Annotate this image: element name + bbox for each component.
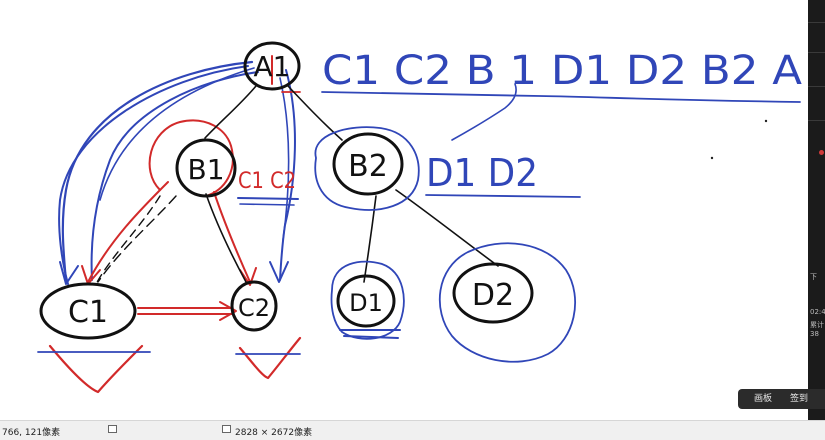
check-in-button[interactable]: 签到	[790, 394, 809, 404]
panel-label-count: 38	[810, 330, 819, 338]
status-bar: 766, 121像素 2828 × 2672像素	[0, 420, 825, 440]
blue-circle-d1	[330, 260, 405, 340]
node-c2[interactable]: C2	[230, 280, 278, 332]
node-a1-label: A1	[254, 50, 291, 83]
panel-divider	[808, 120, 825, 121]
edge-b1-c2	[205, 193, 247, 283]
selection-icon	[108, 425, 117, 433]
edge-a1-b2	[287, 85, 343, 141]
blue-circle-b2	[314, 126, 420, 211]
floating-toolbar: 画板 签到	[738, 389, 825, 409]
node-b1[interactable]: B1	[175, 138, 237, 198]
blue-underline-d-note	[425, 194, 581, 198]
node-c1-label: C1	[68, 295, 108, 330]
red-arrow-b1-to-c1	[81, 181, 169, 285]
node-d1[interactable]: D1	[336, 274, 396, 328]
image-size-icon	[222, 425, 231, 433]
blue-arc-a1-to-c1-outer	[58, 60, 254, 285]
edge-b2-d1	[363, 195, 377, 283]
red-check-c2	[238, 336, 302, 380]
panel-label-total: 累计	[810, 321, 824, 329]
node-d2-label: D2	[472, 278, 514, 313]
blue-arc-a1-to-c1-inner	[90, 67, 259, 281]
blue-arc-a1-to-c2	[279, 69, 296, 281]
cursor-position: 766, 121像素	[2, 428, 61, 438]
red-loop-around-b1	[148, 119, 234, 197]
note-c-pair: C1 C2	[238, 169, 296, 194]
node-b2-label: B2	[348, 149, 388, 184]
node-b2[interactable]: B2	[332, 132, 404, 196]
blue-arrowheads-c1	[59, 261, 79, 285]
image-size: 2828 × 2672像素	[235, 428, 313, 438]
edge-b2-d2	[395, 189, 499, 267]
panel-divider	[808, 52, 825, 53]
blue-underline-c-note	[237, 197, 299, 206]
edge-a1-b1	[204, 85, 257, 139]
drawing-board-button[interactable]: 画板	[754, 394, 773, 404]
edge-b1-c1-dashed	[95, 195, 177, 285]
red-check-c1	[48, 344, 144, 394]
panel-label-down: 下	[810, 273, 817, 281]
node-a1[interactable]: A1	[243, 41, 301, 91]
notification-dot-icon	[819, 150, 824, 155]
red-mark-a1	[271, 55, 301, 93]
blue-circle-d2	[438, 242, 577, 363]
node-c1[interactable]: C1	[39, 282, 137, 340]
panel-clock: 02:4	[810, 308, 825, 316]
ink-dot	[710, 156, 714, 160]
red-arrow-b1-to-c2	[213, 191, 257, 286]
blue-arrowheads-c2	[269, 261, 289, 283]
panel-divider	[808, 22, 825, 23]
panel-divider	[808, 86, 825, 87]
node-d2[interactable]: D2	[452, 262, 534, 324]
node-b1-label: B1	[187, 153, 224, 186]
blue-underline-order	[321, 91, 801, 103]
note-traversal-order: C1 C2 B 1 D1 D2 B2 A	[322, 48, 803, 94]
node-c2-label: C2	[238, 294, 270, 322]
node-d1-label: D1	[349, 289, 383, 317]
blue-arc-b1-to-d-note	[451, 83, 517, 141]
side-panel: 下 02:4 累计 38	[808, 0, 825, 420]
red-arrow-c1-to-c2	[137, 301, 237, 321]
blue-underline-d1	[339, 329, 401, 339]
note-d-pair: D1 D2	[426, 151, 538, 195]
ink-dot	[764, 119, 768, 123]
whiteboard-canvas[interactable]: A1 B1 B2 C1 C2 D1 D2 C1 C2 B 1 D1 D2 B2 …	[0, 0, 808, 420]
